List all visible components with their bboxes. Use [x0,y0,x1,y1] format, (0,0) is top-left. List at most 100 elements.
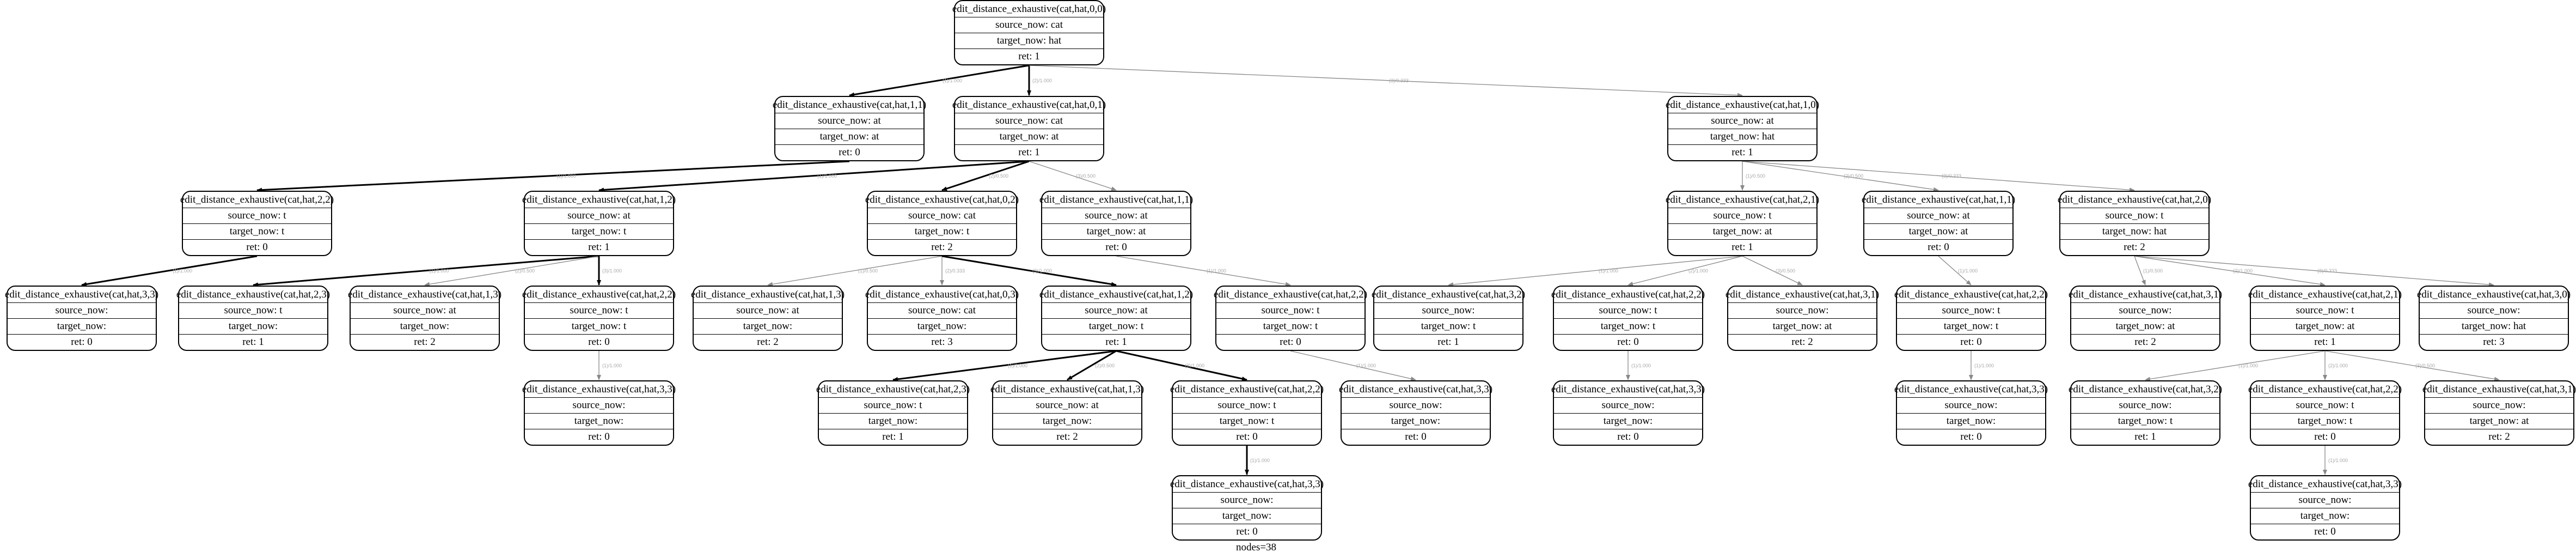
node-target-now: target_now: t [1042,318,1190,334]
node-target-now: target_now: [8,318,156,334]
call-edge [2145,350,2326,381]
call-node: edit_distance_exhaustive(cat,hat,0,2)sou… [865,191,1019,256]
node-return-value: ret: 2 [993,429,1141,445]
node-source-now: source_now: [2071,302,2219,318]
node-return-value: ret: 0 [775,144,923,160]
call-edge [424,256,599,287]
node-target-now: target_now: [819,413,967,429]
node-return-value: ret: 1 [2251,334,2399,350]
node-target-now: target_now: [525,413,673,429]
edge-label: (3)/1.000 [602,268,622,274]
call-edge [81,255,258,287]
node-call-label: edit_distance_exhaustive(cat,hat,3,3) [1894,383,2048,395]
node-call-label: edit_distance_exhaustive(cat,hat,2,1) [2248,288,2402,300]
node-call-label: edit_distance_exhaustive(cat,hat,1,2) [1039,288,1194,300]
node-target-now: target_now: t [525,223,673,239]
node-return-value: ret: 2 [868,239,1016,255]
node-source-now: source_now: at [1042,302,1190,318]
call-edge [2134,256,2326,287]
node-target-now: target_now: t [2071,413,2219,429]
node-source-now: source_now: [1554,397,1702,413]
node-call-label: edit_distance_exhaustive(cat,hat,0,2) [865,193,1019,205]
node-source-now: source_now: [1342,397,1490,413]
node-call-label: edit_distance_exhaustive(cat,hat,3,3) [4,288,159,300]
node-source-now: source_now: t [1173,397,1321,413]
node-return-value: ret: 2 [2060,239,2208,255]
node-call-label: edit_distance_exhaustive(cat,hat,2,3) [176,288,331,300]
call-edge [1116,256,1291,287]
node-source-now: source_now: [1728,302,1876,318]
node-call-label: edit_distance_exhaustive(cat,hat,1,1) [1861,193,2016,205]
node-source-now: source_now: cat [955,17,1103,33]
node-return-value: ret: 0 [525,334,673,350]
edge-label: (1)/1.000 [1008,363,1027,368]
call-node: edit_distance_exhaustive(cat,hat,1,1)sou… [773,96,926,161]
call-edge [1448,256,1743,287]
call-node: edit_distance_exhaustive(cat,hat,3,3)sou… [1339,380,1492,446]
node-return-value: ret: 2 [351,334,499,350]
call-node: edit_distance_exhaustive(cat,hat,3,2)sou… [2069,380,2222,446]
node-call-label: edit_distance_exhaustive(cat,hat,3,0) [2416,288,2571,300]
node-source-now: source_now: [525,397,673,413]
node-return-value: ret: 0 [1342,429,1490,445]
node-source-now: source_now: at [775,113,923,129]
node-target-now: target_now: at [1042,223,1190,239]
node-call-label: edit_distance_exhaustive(cat,hat,3,3) [522,383,676,395]
call-node: edit_distance_exhaustive(cat,hat,1,2)sou… [522,191,676,256]
edge-label: (1)/1.000 [1599,268,1618,274]
node-call-label: edit_distance_exhaustive(cat,hat,1,1) [1039,193,1194,205]
node-source-now: source_now: [1897,397,2045,413]
edge-label: (2)/1.000 [1032,78,1052,83]
edge-label: (1)/1.000 [1958,268,1978,274]
node-source-now: source_now: at [525,208,673,223]
edge-label: (3)/0.500 [1076,173,1096,179]
node-target-now: target_now: at [1728,318,1876,334]
node-call-label: edit_distance_exhaustive(cat,hat,2,2) [1213,288,1368,300]
edge-label: (3)/1.000 [1032,268,1052,274]
edge-label: (1)/1.000 [817,173,837,179]
edge-label: (1)/1.000 [1974,363,1994,368]
node-call-label: edit_distance_exhaustive(cat,hat,0,3) [865,288,1019,300]
call-node: edit_distance_exhaustive(cat,hat,3,3)sou… [1894,380,2048,446]
node-source-now: source_now: [1173,492,1321,508]
call-node: edit_distance_exhaustive(cat,hat,2,3)sou… [816,380,970,446]
node-return-value: ret: 1 [1374,334,1522,350]
node-call-label: edit_distance_exhaustive(cat,hat,2,2) [522,288,676,300]
edge-label: (1)/1.000 [173,268,192,274]
node-return-value: ret: 0 [2251,524,2399,539]
node-target-now: target_now: t [1897,318,2045,334]
node-return-value: ret: 0 [525,429,673,445]
node-return-value: ret: 2 [2071,334,2219,350]
node-call-label: edit_distance_exhaustive(cat,hat,3,2) [1371,288,1526,300]
node-source-now: source_now: at [694,302,842,318]
call-node: edit_distance_exhaustive(cat,hat,1,3)sou… [990,380,1144,446]
call-edge [1742,161,2135,192]
edge-label: (3)/1.000 [1185,363,1204,368]
node-return-value: ret: 3 [2420,334,2568,350]
call-edge [1938,256,1972,286]
node-source-now: source_now: cat [955,113,1103,129]
edge-label: (1)/1.000 [1356,363,1376,368]
call-edge [1116,350,1247,381]
call-node: edit_distance_exhaustive(cat,hat,3,3)sou… [4,286,159,351]
node-target-now: target_now: [694,318,842,334]
node-target-now: target_now: at [2071,318,2219,334]
node-target-now: target_now: at [2251,318,2399,334]
edge-label: (1)/0.500 [858,268,878,274]
node-return-value: ret: 0 [1897,334,2045,350]
edge-label: (2)/0.500 [515,268,535,274]
node-source-now: source_now: t [179,302,327,318]
call-node: edit_distance_exhaustive(cat,hat,2,2)sou… [180,191,334,256]
node-target-now: target_now: t [1216,318,1365,334]
node-return-value: ret: 0 [1554,334,1702,350]
call-edge [2134,256,2146,286]
node-call-label: edit_distance_exhaustive(cat,hat,2,2) [1551,288,1705,300]
node-target-now: target_now: [2251,508,2399,524]
node-target-now: target_now: [179,318,327,334]
node-target-now: target_now: [868,318,1016,334]
call-node: edit_distance_exhaustive(cat,hat,0,3)sou… [865,286,1019,351]
edge-label: (1)/0.500 [1746,173,1765,179]
node-return-value: ret: 0 [8,334,156,350]
node-return-value: ret: 2 [694,334,842,350]
call-edge [849,64,1030,97]
